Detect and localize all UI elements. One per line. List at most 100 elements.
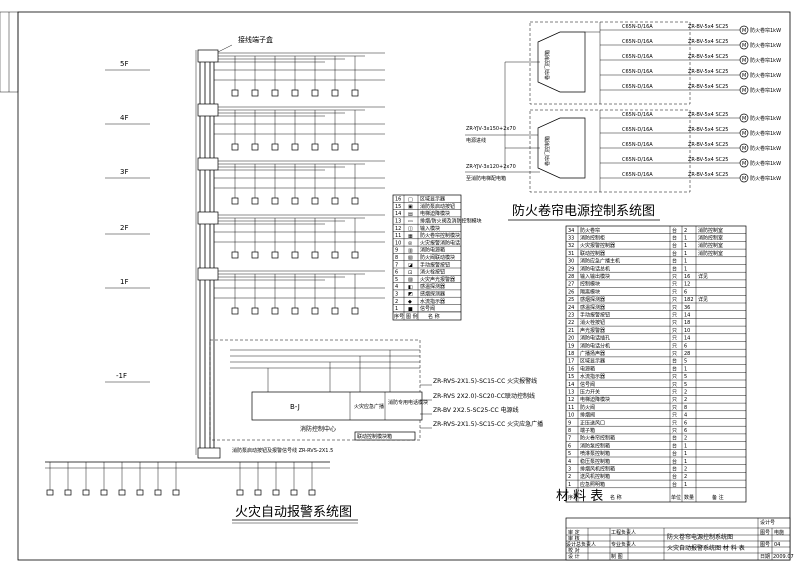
materials-row-qty: 14	[684, 336, 690, 342]
materials-row-unit: 只	[672, 297, 677, 303]
pump-device-icon	[172, 489, 180, 496]
materials-row-unit: 台	[672, 450, 677, 457]
materials-row-name: 消防控制柜	[580, 235, 605, 242]
motor-label: 防火卷帘1kW	[750, 27, 781, 34]
terminal-box	[197, 103, 219, 117]
legend-row: 3◩感烟探测器	[393, 291, 461, 298]
legend-row-name: 火灾声光报警器	[420, 276, 455, 283]
device-icon	[351, 307, 359, 315]
materials-row-unit: 只	[672, 405, 677, 411]
legend-row-name: 火灾报警消防电话	[420, 239, 460, 246]
tb-label-approve: 审 定	[568, 529, 580, 536]
breaker-spec: C65N-D/16A	[622, 172, 653, 178]
materials-row-name: 隔离模块	[580, 288, 600, 295]
legend-symbol-icon: ■	[408, 306, 413, 312]
cable-top-note: 电源进线	[466, 137, 486, 144]
breaker-spec: C65N-D/16A	[622, 142, 653, 148]
materials-row-name: 电梯迫降模块	[580, 396, 610, 403]
materials-row-number: 5	[568, 451, 571, 457]
materials-row-name: 防火卷帘	[580, 227, 600, 234]
materials-row-number: 31	[568, 251, 574, 257]
materials-row-number: 6	[568, 443, 571, 449]
tb-label-date: 日期	[760, 554, 770, 560]
floor-label-3f: 3F	[120, 168, 128, 176]
materials-row-qty: 2	[684, 390, 687, 396]
materials-row-name: 送风机控制箱	[580, 473, 610, 480]
legend-row-name: 区域显示器	[420, 196, 445, 203]
legend-row-number: 9	[395, 248, 398, 254]
legend-row-number: 8	[395, 255, 398, 261]
materials-row-note: 消防控制室	[698, 227, 723, 234]
pump-device-icon	[100, 489, 108, 496]
control-room-boundary	[209, 339, 421, 441]
device-icon	[271, 197, 279, 205]
device-icon	[351, 143, 359, 151]
branch-cable-spec: ZR-BV-5x4 SC25	[688, 69, 728, 75]
terminal-box	[197, 49, 219, 63]
materials-row-unit: 台	[672, 235, 677, 242]
fire-alarm-controller	[251, 391, 423, 421]
legend-row: 12◫输入模块	[393, 225, 461, 232]
cable-annotation-3: ZR-BV 2X2.5-SC25-CC 电源线	[433, 406, 519, 414]
tb-label-project-lead: 工程负责人	[611, 529, 636, 536]
materials-header-unit: 单位	[671, 494, 681, 501]
materials-row-number: 1	[568, 482, 571, 488]
materials-row-name: 正压送风口	[580, 419, 605, 426]
device-icon	[351, 89, 359, 97]
breaker-spec: C65N-D/16A	[622, 24, 653, 30]
materials-row-unit: 只	[672, 382, 677, 388]
legend-symbol-icon: ▣	[408, 204, 413, 210]
branch-cable-spec: ZR-BV-5x4 SC25	[688, 112, 728, 118]
materials-row-number: 16	[568, 366, 574, 372]
materials-row-name: 输入输出模块	[580, 273, 610, 280]
floor-label-5f: 5F	[120, 60, 128, 68]
materials-row-name: 信号阀	[580, 381, 595, 388]
materials-row-name: 排烟风机控制箱	[580, 466, 615, 473]
drawing-border	[17, 11, 791, 561]
device-icon	[311, 307, 319, 315]
materials-row-number: 4	[568, 459, 571, 465]
legend-row: 5▨火灾声光报警器	[393, 276, 461, 283]
materials-row-number: 33	[568, 236, 574, 242]
materials-row-qty: 16	[684, 274, 690, 280]
materials-row-unit: 只	[672, 343, 677, 349]
device-icon	[271, 143, 279, 151]
materials-row-qty: 2	[684, 228, 687, 234]
legend-row-number: 11	[395, 233, 401, 239]
materials-row-unit: 台	[672, 435, 677, 442]
legend-symbol-icon: ◩	[408, 292, 413, 298]
tb-label-page: 图号	[760, 542, 770, 548]
legend-symbol-icon: ▦	[408, 233, 413, 239]
motor-label: 防火卷帘1kW	[750, 145, 781, 152]
materials-row-number: 13	[568, 390, 574, 396]
materials-row-qty: 2	[684, 467, 687, 473]
materials-row-note: 详见	[698, 273, 708, 280]
breaker-spec: C65N-D/16A	[622, 112, 653, 118]
materials-row-name: 区域显示器	[580, 358, 605, 365]
legend-row-name: 电梯迫降模块	[420, 210, 450, 217]
legend-row-name: 消防电源箱	[420, 247, 445, 254]
materials-row-number: 26	[568, 289, 574, 295]
materials-row-number: 23	[568, 313, 574, 319]
device-icon	[311, 197, 319, 205]
legend-symbol-icon: ◎	[408, 241, 413, 247]
materials-row-name: 控制模块	[580, 281, 600, 288]
device-icon	[311, 251, 319, 259]
materials-row-name: 端子箱	[580, 427, 595, 434]
materials-row-note: 消防控制室	[698, 242, 723, 249]
legend-row-number: 13	[395, 219, 401, 225]
materials-row-qty: 4	[684, 413, 687, 419]
materials-row-number: 32	[568, 243, 574, 249]
cable-bottom-note: 至消防电梯配电箱	[466, 175, 506, 182]
motor-glyph: M	[742, 146, 746, 152]
terminal-box-label: 接线端子盒	[238, 35, 273, 44]
materials-row-qty: 8	[684, 405, 687, 411]
